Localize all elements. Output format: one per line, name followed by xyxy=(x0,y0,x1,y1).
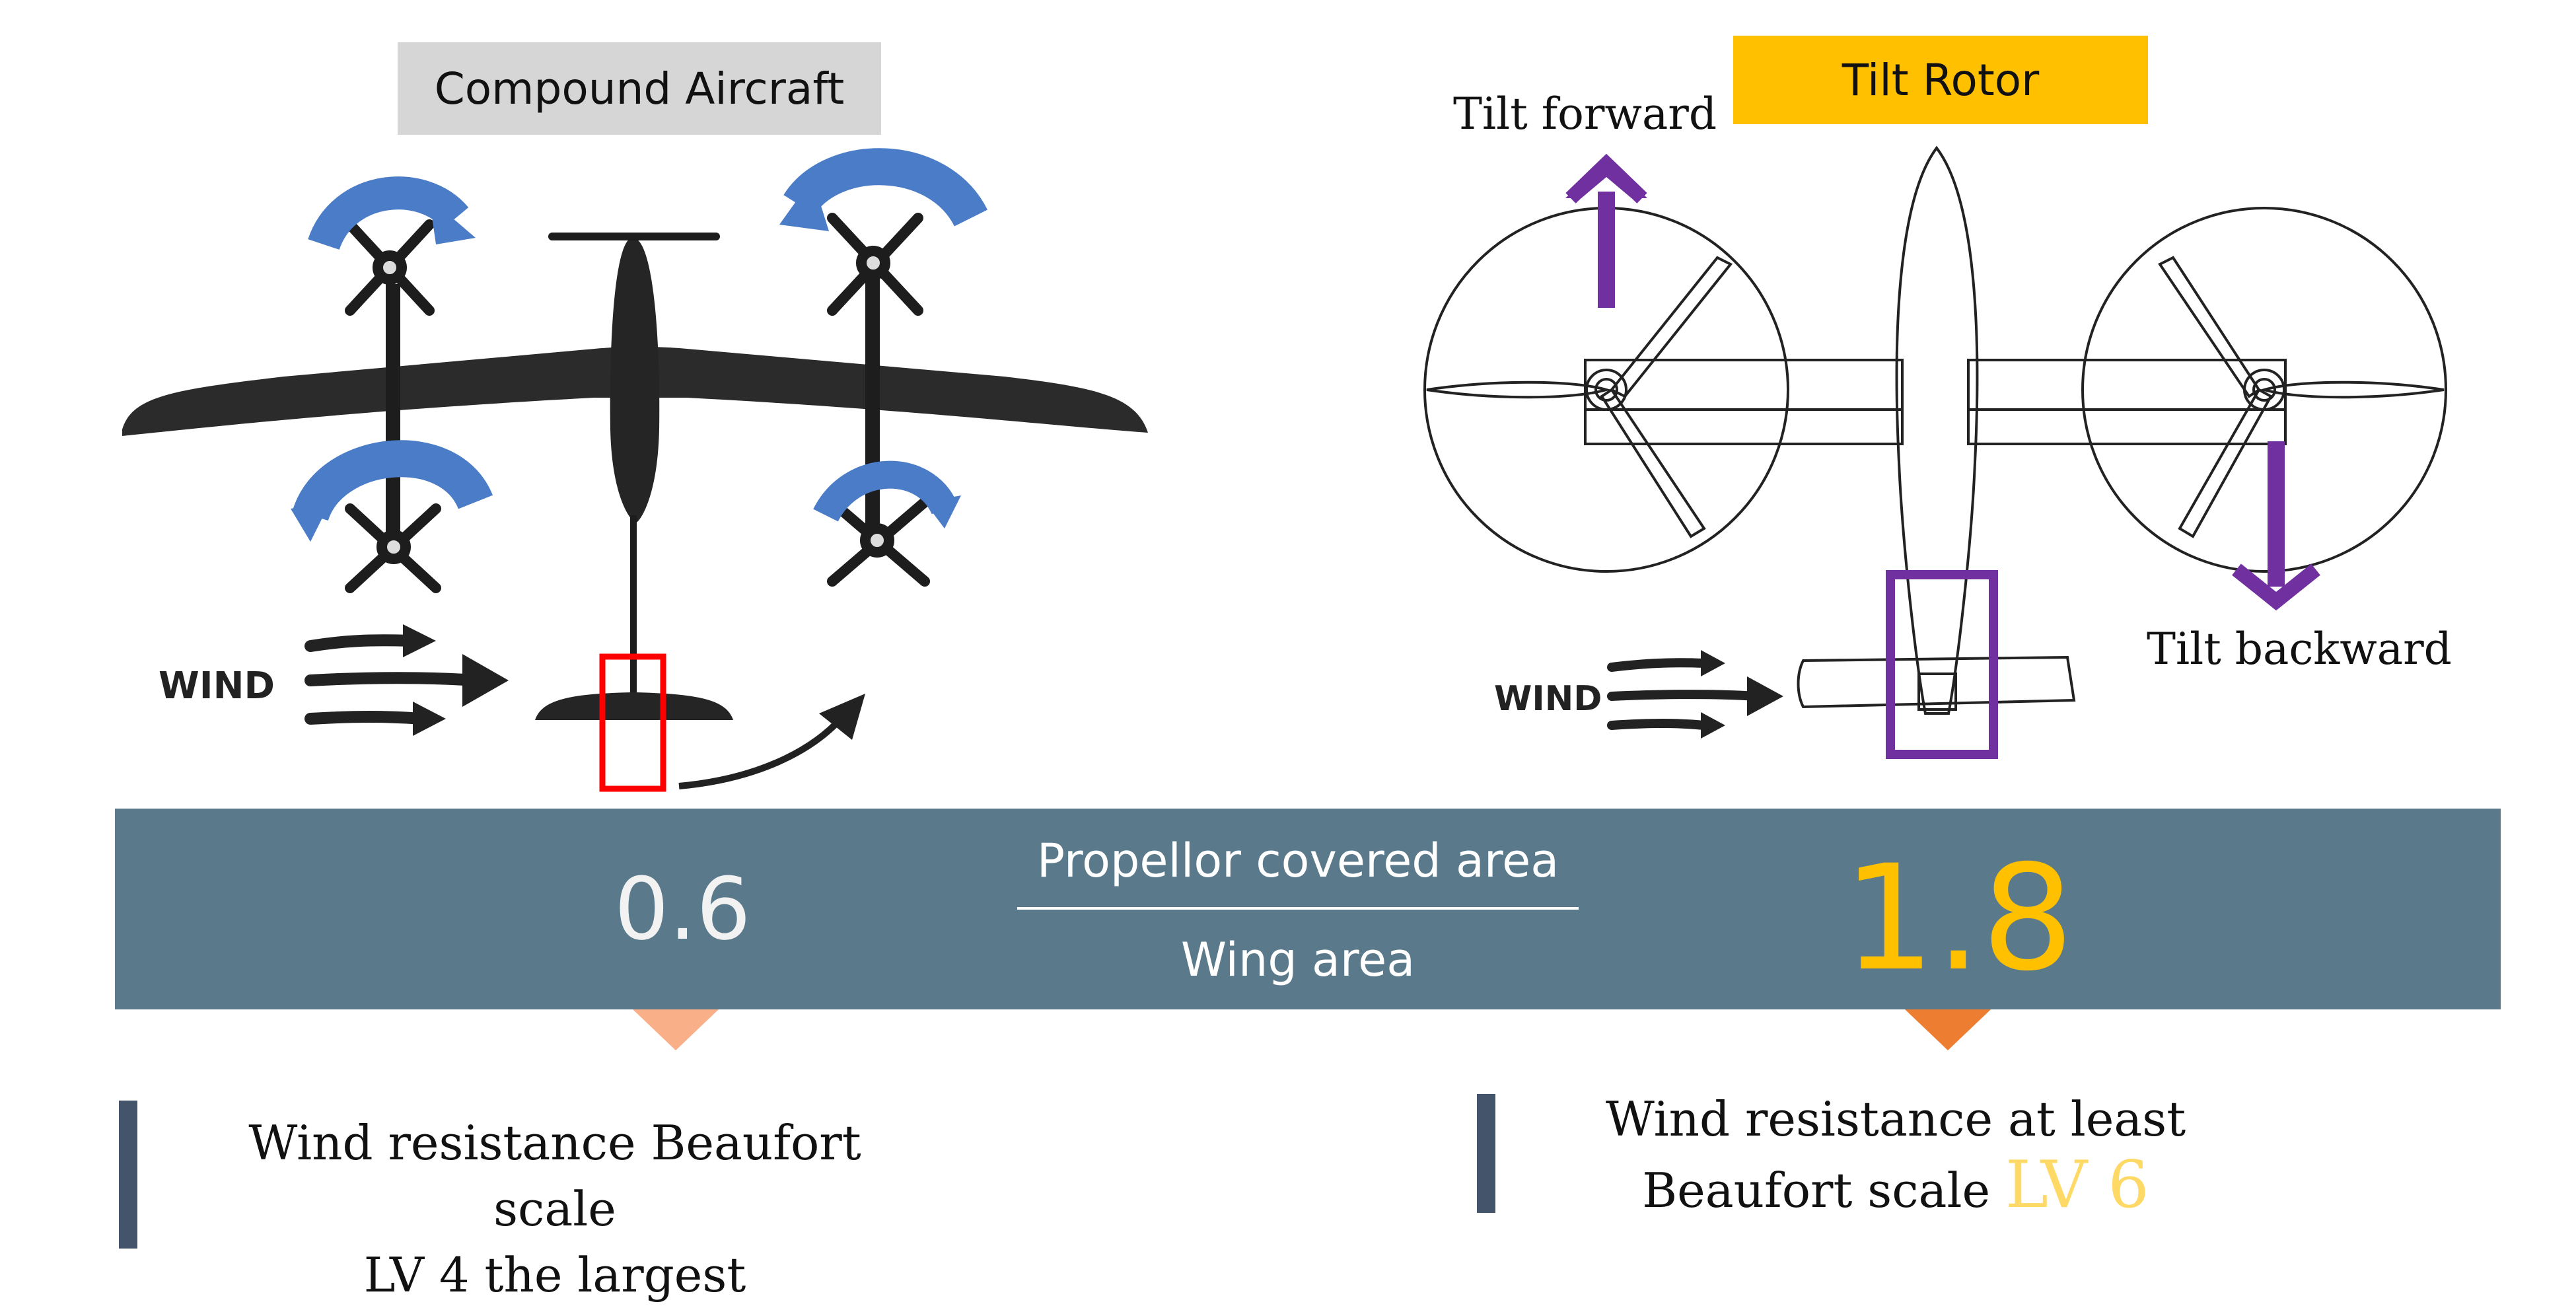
ratio-denominator: Wing area xyxy=(1180,933,1415,987)
wind-arrows-left xyxy=(304,634,482,725)
rotor-top-right xyxy=(827,213,923,316)
rotor-bottom-right xyxy=(827,497,930,587)
compound-description-line1: Wind resistance Beaufort scale xyxy=(248,1115,861,1237)
tail-boom xyxy=(630,515,637,713)
tilt-rotor-description-line1: Wind resistance at least xyxy=(1605,1091,2186,1147)
right-boom xyxy=(865,251,880,555)
rotor-bottom-left xyxy=(345,503,441,593)
deflection-arrowhead xyxy=(819,694,865,740)
tilt-rotor-drawing xyxy=(1423,145,2447,730)
deflection-arrow xyxy=(678,711,848,789)
compound-tail xyxy=(535,692,733,720)
right-rotor-disc xyxy=(2081,207,2447,573)
compound-description: Wind resistance Beaufort scale LV 4 the … xyxy=(198,1110,912,1308)
tilt-forward-arrow xyxy=(1565,153,1647,308)
tilt-rotor-fuselage xyxy=(1895,145,1979,715)
compound-aircraft-label: Compound Aircraft xyxy=(398,42,881,135)
left-boom xyxy=(386,284,400,562)
wind-arrowheads-left xyxy=(403,624,509,736)
tilt-rotor-wing xyxy=(1584,359,2287,445)
tail-highlight-red xyxy=(599,653,666,792)
pointer-right xyxy=(1905,1009,1991,1050)
fraction-line xyxy=(1017,907,1579,910)
front-propeller xyxy=(548,233,720,240)
tilt-backward-arrow xyxy=(2232,441,2320,611)
compound-fuselage xyxy=(610,238,660,522)
tilt-forward-label: Tilt forward xyxy=(1453,89,1717,139)
compound-aircraft-drawing xyxy=(122,148,1148,792)
rotation-arrowheads xyxy=(291,178,961,542)
beaufort-level-highlight: LV 6 xyxy=(2005,1147,2149,1223)
accent-bar-left xyxy=(119,1101,137,1249)
tilt-rotor-description: Wind resistance at least Beaufort scale … xyxy=(1572,1086,2219,1223)
wind-label-left: WIND xyxy=(159,665,275,708)
beaufort-prefix: Beaufort scale xyxy=(1642,1163,2006,1218)
tilt-rotor-description-line2: Beaufort scale LV 6 xyxy=(1572,1152,2219,1223)
wind-label-right: WIND xyxy=(1494,679,1602,719)
tilt-backward-label: Tilt backward xyxy=(2147,624,2452,674)
tilt-rotor-tail xyxy=(1797,655,2076,709)
tilt-rotor-label: Tilt Rotor xyxy=(1733,36,2148,124)
rotor-top-left xyxy=(345,219,435,316)
tail-highlight-purple xyxy=(1886,570,1998,759)
wind-arrowheads-right xyxy=(1701,650,1783,739)
accent-bar-right xyxy=(1477,1094,1495,1213)
tilt-rotor-ratio-value: 1.8 xyxy=(1843,834,2074,1003)
compound-ratio-value: 0.6 xyxy=(614,859,751,959)
ratio-numerator: Propellor covered area xyxy=(1036,834,1559,888)
pointer-left xyxy=(633,1009,719,1050)
wind-arrows-right xyxy=(1607,658,1762,730)
rotation-arrows xyxy=(293,148,988,523)
compound-description-line2: LV 4 the largest xyxy=(363,1247,746,1303)
